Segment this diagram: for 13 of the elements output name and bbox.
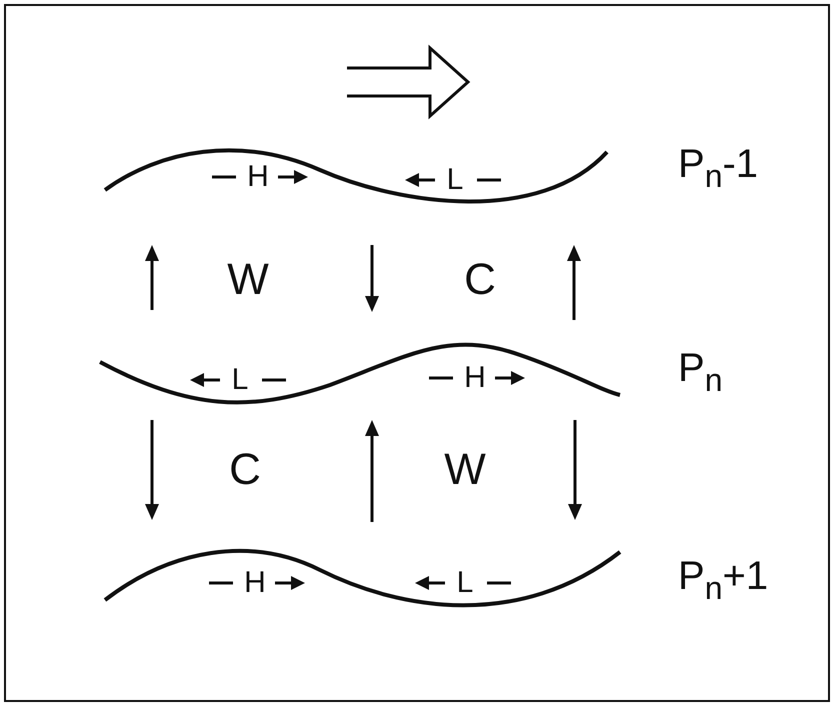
text-label: L bbox=[232, 365, 248, 395]
text-label: P$_{n}$+1 bbox=[678, 556, 768, 604]
text-label: H bbox=[464, 363, 486, 393]
text-label: H bbox=[247, 162, 269, 192]
text-label: W bbox=[227, 258, 269, 302]
text-label: P$_{n}$-1 bbox=[678, 144, 758, 192]
text-label: W bbox=[444, 448, 486, 492]
text-label: P$_{n}$ bbox=[678, 348, 722, 396]
text-label: L bbox=[446, 165, 464, 195]
text-label: H bbox=[244, 568, 266, 598]
text-label: L bbox=[456, 568, 474, 598]
text-label: C bbox=[229, 448, 261, 492]
text-label: C bbox=[464, 258, 496, 302]
